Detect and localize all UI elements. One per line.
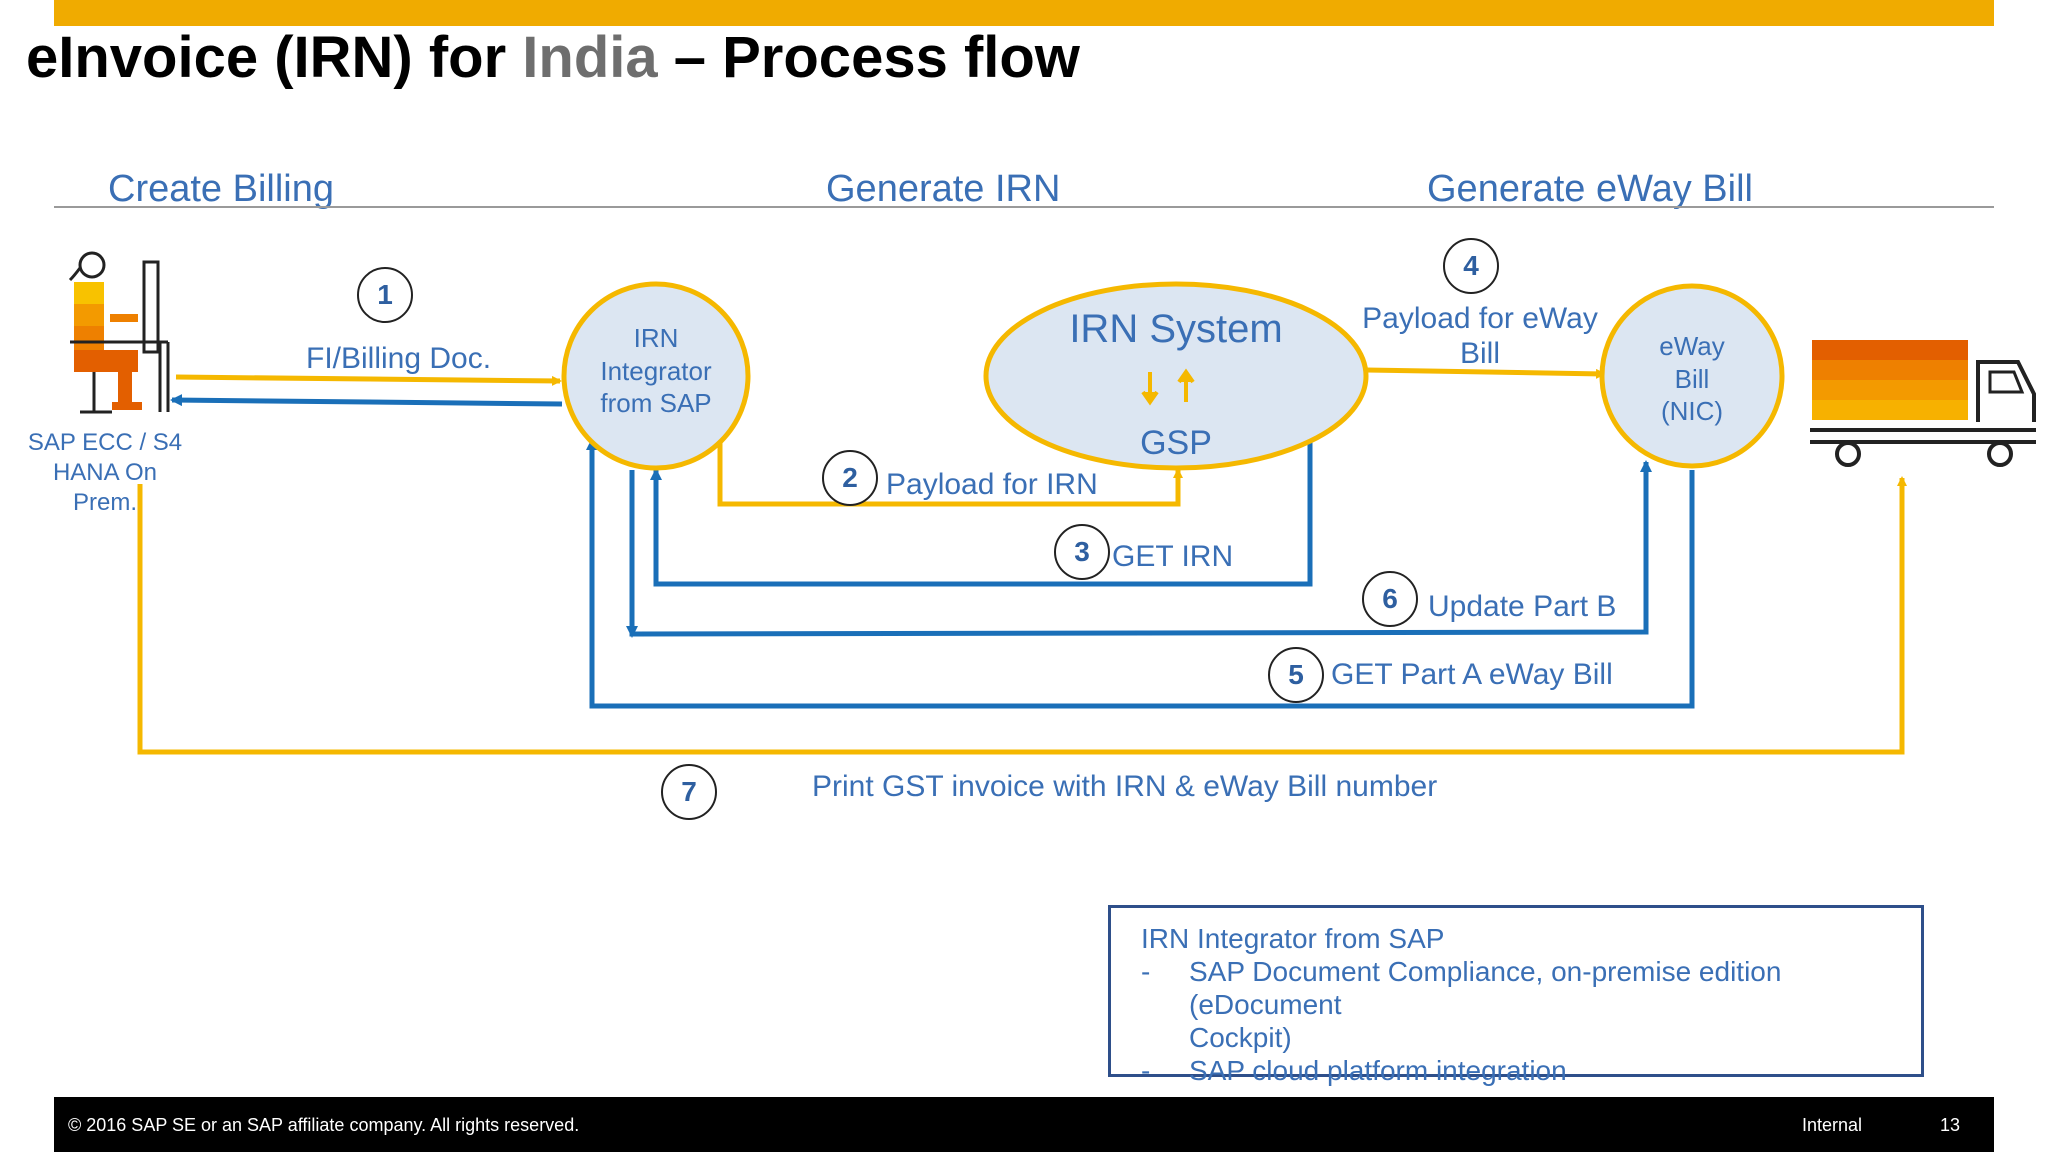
irn-system-title: IRN System bbox=[1069, 307, 1283, 351]
section-generate-irn: Generate IRN bbox=[826, 168, 1061, 210]
step-5-label: GET Part A eWay Bill bbox=[1331, 658, 1613, 691]
step-2-badge: 2 bbox=[822, 450, 878, 506]
flow-3-get-irn-arrow bbox=[650, 442, 1313, 587]
flow-2-payload-irn-arrow bbox=[717, 442, 1183, 507]
step-7-label: Print GST invoice with IRN & eWay Bill n… bbox=[812, 770, 1438, 803]
step-3-badge: 3 bbox=[1054, 524, 1110, 580]
flow-5-get-part-a-arrow bbox=[586, 438, 1695, 709]
page-number: 13 bbox=[1940, 1115, 1961, 1135]
step-5-badge: 5 bbox=[1268, 647, 1324, 703]
delivery-truck-icon bbox=[1810, 340, 2036, 467]
step-6-label: Update Part B bbox=[1428, 590, 1617, 623]
step-3-label: GET IRN bbox=[1112, 540, 1234, 573]
step-2-label: Payload for IRN bbox=[886, 468, 1098, 501]
step-6-badge: 6 bbox=[1362, 571, 1418, 627]
section-create-billing: Create Billing bbox=[108, 168, 334, 210]
sap-ecc-label: SAP ECC / S4 HANA On Prem. bbox=[27, 429, 183, 516]
flow-4-payload-eway-arrow bbox=[1365, 367, 1606, 379]
exchange-arrows-icon bbox=[1141, 368, 1195, 406]
info-box-item: - SAP Document Compliance, on-premise ed… bbox=[1141, 956, 1782, 1054]
top-accent-bar bbox=[54, 0, 1994, 26]
info-box-heading: IRN Integrator from SAP bbox=[1141, 923, 1445, 954]
step-4-label: Payload for eWay Bill bbox=[1362, 302, 1598, 370]
irn-system-node bbox=[983, 281, 1369, 471]
flow-1-billing-doc-arrow bbox=[175, 374, 562, 386]
section-generate-eway-bill: Generate eWay Bill bbox=[1427, 168, 1753, 210]
user-at-desk-icon bbox=[68, 251, 170, 414]
irn-integrator-info-box: IRN Integrator from SAP - SAP Document C… bbox=[1108, 905, 1924, 1086]
step-7-badge: 7 bbox=[661, 764, 717, 820]
info-box-item: - SAP cloud platform integration bbox=[1141, 1055, 1567, 1087]
flow-7-print-invoice-arrow bbox=[137, 476, 1907, 755]
irn-integrator-node bbox=[561, 281, 751, 471]
footer-bar: © 2016 SAP SE or an SAP affiliate compan… bbox=[54, 1097, 1994, 1152]
irn-integrator-label: IRN Integrator from SAP bbox=[600, 323, 712, 418]
eway-bill-node bbox=[1599, 283, 1785, 469]
step-1-badge: 1 bbox=[357, 267, 413, 323]
blue-flow-lines bbox=[170, 394, 1695, 709]
gsp-label: GSP bbox=[1140, 424, 1212, 462]
step-4-badge: 4 bbox=[1443, 238, 1499, 294]
classification-label: Internal bbox=[1802, 1115, 1863, 1135]
step-1-label: FI/Billing Doc. bbox=[306, 342, 492, 375]
section-divider bbox=[54, 206, 1994, 208]
yellow-flow-lines bbox=[137, 367, 1907, 755]
return-to-sap-arrow bbox=[170, 394, 563, 407]
page-title: eInvoice (IRN) for India – Process flow bbox=[26, 25, 1080, 90]
eway-bill-label: eWay Bill (NIC) bbox=[1659, 331, 1725, 426]
copyright-text: © 2016 SAP SE or an SAP affiliate compan… bbox=[68, 1115, 580, 1135]
